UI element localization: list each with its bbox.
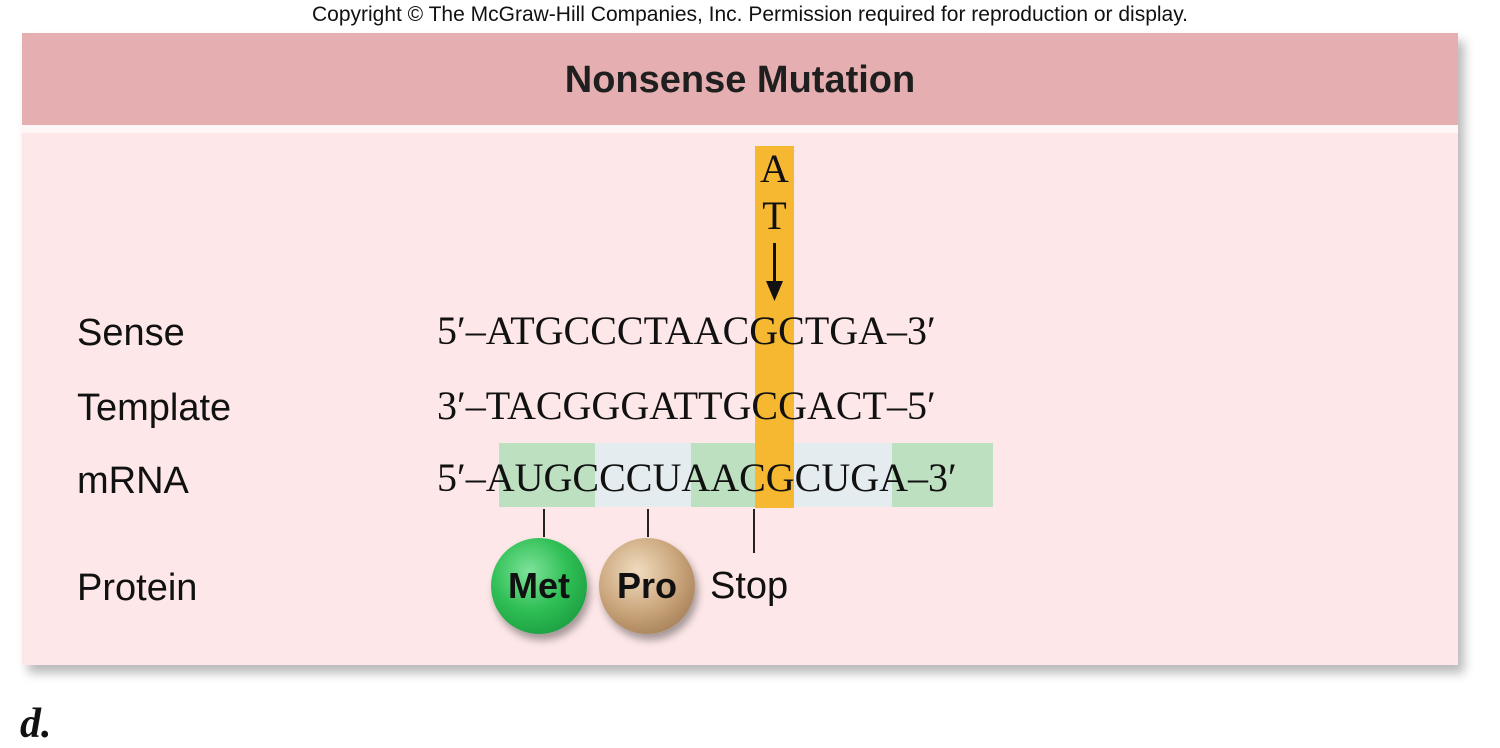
connector-tick-stop: [753, 509, 755, 553]
sense-sequence: 5′–ATGCCCTAACGCTGA–3′: [437, 308, 936, 353]
copyright-notice: Copyright © The McGraw-Hill Companies, I…: [311, 3, 1189, 26]
mutation-highlight-column: [755, 146, 794, 508]
row-label-protein: Protein: [77, 567, 198, 609]
diagram-panel: Nonsense Mutation A T Sense 5′–ATGCCCTAA…: [22, 33, 1458, 665]
title-separator: [22, 125, 1458, 133]
figure-letter: d.: [20, 701, 52, 747]
codon-highlight-ccc: [595, 443, 691, 507]
mrna-sequence: 5′–AUGCCCUAACGCUGA–3′: [437, 455, 957, 500]
title-bar: Nonsense Mutation: [22, 33, 1458, 125]
template-sequence: 3′–TACGGGATTGCGACT–5′: [437, 383, 936, 428]
mutation-arrow-icon: [766, 243, 783, 301]
diagram-title: Nonsense Mutation: [564, 59, 916, 101]
amino-acid-met: Met: [491, 538, 587, 634]
new-base: T: [762, 193, 787, 238]
codon-highlight-aug: [499, 443, 595, 507]
codon-highlight-cgc: [792, 443, 892, 507]
codon-highlight-uga: [892, 443, 993, 507]
row-label-template: Template: [77, 387, 232, 429]
connector-tick-met: [543, 509, 545, 537]
amino-acid-pro: Pro: [599, 538, 695, 634]
stop-label: Stop: [710, 565, 789, 607]
original-base: A: [760, 146, 789, 191]
connector-tick-pro: [647, 509, 649, 537]
row-label-sense: Sense: [77, 312, 185, 354]
row-label-mrna: mRNA: [77, 460, 189, 502]
